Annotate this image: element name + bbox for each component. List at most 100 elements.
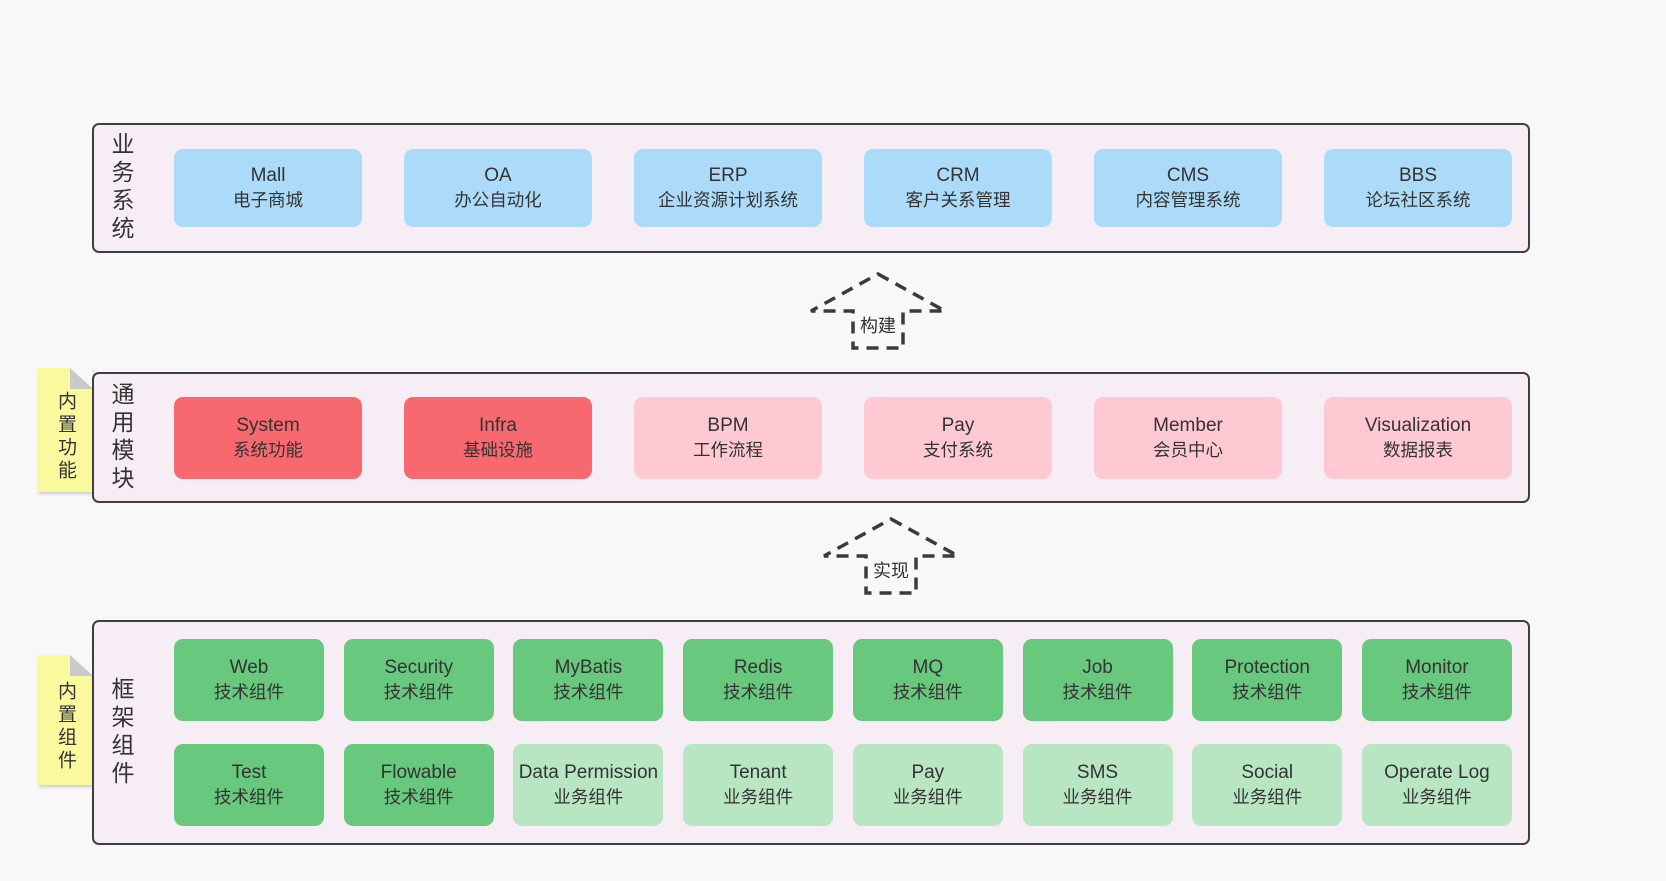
arrow-build-label: 构建 [858, 312, 898, 338]
box-mq: MQ 技术组件 [852, 639, 1003, 721]
box-name: SMS [1076, 762, 1119, 783]
band-modules-label: 通用模块 [108, 381, 134, 494]
band-business-label: 业务系统 [108, 132, 134, 244]
band-common-modules: 通用模块 System 系统功能 Infra 基础设施 BPM 工作流程 Pay… [92, 372, 1530, 503]
box-desc: 业务组件 [1232, 787, 1303, 807]
box-test: Test 技术组件 [174, 744, 324, 826]
box-desc: 客户关系管理 [905, 190, 1011, 210]
box-crm: CRM 客户关系管理 [864, 149, 1052, 227]
box-cms: CMS 内容管理系统 [1094, 149, 1282, 227]
box-social: Social 业务组件 [1192, 744, 1343, 826]
box-desc: 业务组件 [892, 787, 963, 807]
box-member: Member 会员中心 [1094, 396, 1282, 479]
box-name: Operate Log [1384, 762, 1490, 783]
box-operate-log: Operate Log 业务组件 [1361, 744, 1512, 826]
box-visualization: Visualization 数据报表 [1324, 396, 1512, 479]
box-name: Protection [1224, 657, 1310, 678]
box-name: Redis [733, 657, 783, 678]
box-desc: 业务组件 [1401, 787, 1472, 807]
box-security: Security 技术组件 [343, 639, 494, 721]
box-desc: 会员中心 [1153, 439, 1223, 460]
box-desc: 企业资源计划系统 [658, 190, 798, 210]
box-name: Data Permission [518, 762, 659, 783]
box-desc: 论坛社区系统 [1365, 190, 1471, 210]
box-desc: 电子商城 [233, 190, 303, 210]
band-framework-label: 框架组件 [108, 676, 134, 789]
box-desc: 办公自动化 [454, 190, 542, 210]
box-desc: 技术组件 [214, 682, 284, 702]
block-arrow-up-icon [823, 517, 959, 595]
box-bpm: BPM 工作流程 [634, 396, 822, 479]
box-desc: 工作流程 [693, 439, 763, 460]
box-name: Social [1241, 762, 1294, 783]
box-pay-component: Pay 业务组件 [852, 744, 1003, 826]
box-infra: Infra 基础设施 [404, 396, 592, 479]
box-name: Monitor [1405, 657, 1469, 678]
sticky-built-in-components: 内置组件 [38, 655, 93, 785]
box-desc: 业务组件 [553, 787, 624, 807]
arrow-implement: 实现 [821, 516, 961, 596]
box-name: Flowable [380, 762, 457, 783]
box-desc: 技术组件 [383, 682, 454, 702]
box-name: ERP [708, 165, 748, 186]
box-protection: Protection 技术组件 [1192, 639, 1343, 721]
box-job: Job 技术组件 [1022, 639, 1173, 721]
box-desc: 系统功能 [233, 439, 303, 460]
box-desc: 业务组件 [723, 787, 794, 807]
box-name: Infra [478, 414, 518, 436]
box-desc: 技术组件 [1232, 682, 1303, 702]
box-name: Test [231, 762, 267, 783]
arrow-implement-label: 实现 [871, 557, 911, 583]
band-business-content: Mall 电子商城 OA 办公自动化 ERP 企业资源计划系统 CRM 客户关系… [138, 125, 1528, 251]
box-name: System [236, 414, 300, 436]
block-arrow-up-icon [810, 272, 946, 350]
box-name: MyBatis [554, 657, 623, 678]
arrow-build: 构建 [808, 271, 948, 351]
box-name: CRM [936, 165, 980, 186]
box-erp: ERP 企业资源计划系统 [634, 149, 822, 227]
box-web: Web 技术组件 [174, 639, 324, 721]
box-pay-module: Pay 支付系统 [864, 396, 1052, 479]
box-mybatis: MyBatis 技术组件 [513, 639, 664, 721]
box-desc: 技术组件 [383, 787, 454, 807]
sticky-built-in-components-label: 内置组件 [55, 681, 76, 773]
box-name: CMS [1166, 165, 1210, 186]
box-desc: 支付系统 [923, 439, 993, 460]
box-bbs: BBS 论坛社区系统 [1324, 149, 1512, 227]
sticky-built-in-features: 内置功能 [38, 368, 93, 492]
box-name: BPM [707, 414, 749, 436]
box-tenant: Tenant 业务组件 [683, 744, 834, 826]
band-modules-content: System 系统功能 Infra 基础设施 BPM 工作流程 Pay 支付系统… [138, 374, 1528, 501]
framework-row-1: Web 技术组件 Security 技术组件 MyBatis 技术组件 Redi… [174, 639, 1512, 721]
band-business-systems: 业务系统 Mall 电子商城 OA 办公自动化 ERP 企业资源计划系统 CRM… [92, 123, 1530, 253]
box-name: Mall [250, 165, 286, 186]
box-redis: Redis 技术组件 [683, 639, 834, 721]
band-framework-components: 框架组件 Web 技术组件 Security 技术组件 MyBatis 技术组件… [92, 620, 1530, 845]
box-name: BBS [1398, 165, 1438, 186]
box-mall: Mall 电子商城 [174, 149, 362, 227]
box-desc: 技术组件 [892, 682, 963, 702]
box-desc: 基础设施 [463, 439, 533, 460]
box-oa: OA 办公自动化 [404, 149, 592, 227]
box-name: MQ [912, 657, 944, 678]
framework-row-2: Test 技术组件 Flowable 技术组件 Data Permission … [174, 744, 1512, 826]
box-desc: 技术组件 [214, 787, 284, 807]
box-desc: 内容管理系统 [1135, 190, 1241, 210]
box-desc: 技术组件 [1401, 682, 1472, 702]
box-name: Job [1082, 657, 1113, 678]
box-sms: SMS 业务组件 [1022, 744, 1173, 826]
box-name: Tenant [729, 762, 787, 783]
box-desc: 业务组件 [1062, 787, 1133, 807]
box-desc: 数据报表 [1383, 439, 1453, 460]
box-monitor: Monitor 技术组件 [1361, 639, 1512, 721]
box-name: Visualization [1364, 414, 1472, 436]
box-name: OA [484, 165, 512, 186]
box-name: Web [229, 657, 269, 678]
box-desc: 技术组件 [723, 682, 794, 702]
box-name: Member [1153, 414, 1223, 436]
box-system: System 系统功能 [174, 396, 362, 479]
box-data-permission: Data Permission 业务组件 [513, 744, 664, 826]
box-desc: 技术组件 [1062, 682, 1133, 702]
box-name: Pay [941, 414, 975, 436]
